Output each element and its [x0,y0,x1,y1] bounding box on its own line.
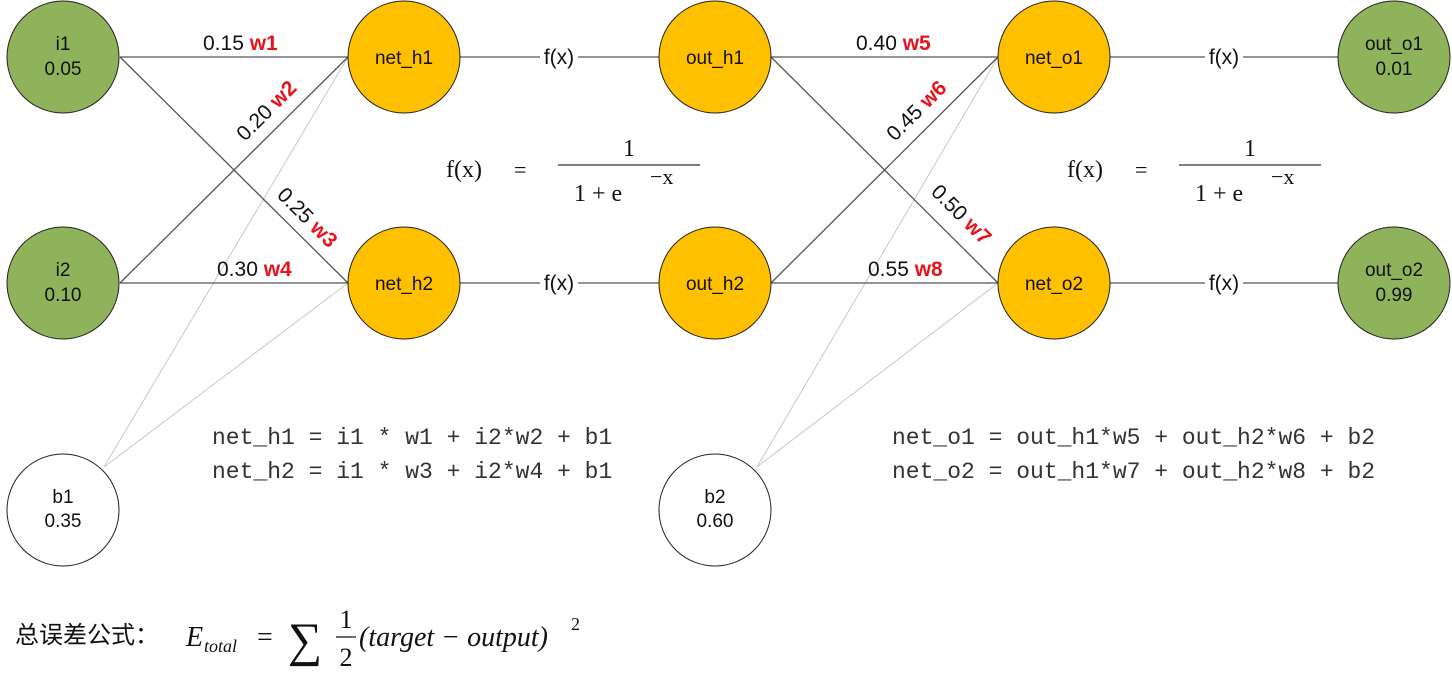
weight-label-w7: 0.50 w7 [926,180,995,249]
formula-net-o2: net_o2 = out_h1*w7 + out_h2*w8 + b2 [892,459,1375,485]
node-i1-name: i1 [56,34,71,55]
formula-net-h2: net_h2 = i1 * w3 + i2*w4 + b1 [212,459,612,485]
error-E: E [185,622,203,653]
sigmoid-equals: = [514,157,526,182]
node-b2-value: 0.60 [697,511,734,532]
sigmoid-exponent: −x [1271,164,1294,189]
sigmoid-formula-hidden: f(x) = 1 1 + e −x [446,136,700,207]
weight-label-w2: 0.20 w2 [232,76,301,145]
node-net-h2-name: net_h2 [375,274,433,295]
weight-label-w1: 0.15 w1 [203,32,278,55]
error-power: 2 [571,614,580,634]
error-subscript: total [204,636,237,656]
error-body: (target − output) [359,622,548,653]
error-frac-num: 1 [340,605,353,634]
node-out-h2-name: out_h2 [686,274,744,295]
error-caption: 总误差公式： [15,622,159,649]
sigmoid-equals: = [1135,157,1147,182]
error-frac-den: 2 [340,643,353,672]
weight-labels: 0.15 w1 0.20 w2 0.25 w3 0.30 w4 0.40 w5 … [203,32,996,281]
bias-edges [103,56,999,468]
node-out-o2: out_o2 0.99 [1337,226,1451,340]
node-b1-value: 0.35 [45,511,82,532]
sigmoid-exponent: −x [650,164,673,189]
node-out-h2: out_h2 [658,226,772,340]
node-net-h2: net_h2 [347,226,461,340]
node-out-h1-name: out_h1 [686,48,744,69]
node-out-h1: out_h1 [658,0,772,114]
sigmoid-numerator: 1 [1244,136,1256,162]
sigmoid-numerator: 1 [623,136,635,162]
edge-out-h1-net-o2 [770,56,999,284]
weight-label-w5: 0.40 w5 [856,32,931,55]
node-out-o1: out_o1 0.01 [1337,0,1451,114]
node-i2: i2 0.10 [6,226,120,340]
sigmoid-denominator: 1 + e [1195,181,1243,207]
node-out-o2-value: 0.99 [1376,285,1413,306]
node-out-o1-value: 0.01 [1376,59,1413,80]
node-i1: i1 0.05 [6,0,120,114]
node-out-o1-name: out_o1 [1365,34,1423,55]
activation-label-h1: f(x) [544,46,574,69]
nodes: i1 0.05 i2 0.10 b1 0.35 net_h1 net_h2 ou… [6,0,1451,567]
weight-label-w4: 0.30 w4 [217,258,292,281]
node-b2-name: b2 [704,487,725,508]
weight-label-w6: 0.45 w6 [882,76,951,145]
activation-labels: f(x) f(x) f(x) f(x) [540,44,1243,296]
edge-b1-net-h2 [103,282,349,468]
node-net-h1: net_h1 [347,0,461,114]
node-b1-name: b1 [52,487,73,508]
node-net-h1-name: net_h1 [375,48,433,69]
node-out-o2-name: out_o2 [1365,260,1423,281]
node-i2-value: 0.10 [45,285,82,306]
formula-net-o1: net_o1 = out_h1*w5 + out_h2*w6 + b2 [892,425,1375,451]
total-error-formula: 总误差公式： E total = ∑ 1 2 (target − output)… [15,605,580,672]
activation-label-o2: f(x) [1209,272,1239,295]
net-formulas: net_h1 = i1 * w1 + i2*w2 + b1 net_h2 = i… [212,425,1375,485]
node-net-o2: net_o2 [997,226,1111,340]
edge-i1-net-h2 [119,56,349,284]
activation-label-o1: f(x) [1209,46,1239,69]
weighted-edges [119,56,1339,284]
node-net-o1-name: net_o1 [1025,48,1083,69]
weight-label-w8: 0.55 w8 [868,258,943,281]
activation-label-h2: f(x) [544,272,574,295]
node-net-o1: net_o1 [997,0,1111,114]
edge-b2-net-o2 [756,282,999,468]
node-b2: b2 0.60 [658,453,772,567]
sigmoid-denominator: 1 + e [574,181,622,207]
error-equals: = [257,622,273,653]
sigmoid-lhs: f(x) [446,157,482,183]
sigmoid-formula-output: f(x) = 1 1 + e −x [1067,136,1321,207]
edge-b2-net-o1 [756,56,999,468]
error-sum: ∑ [288,614,322,667]
formula-net-h1: net_h1 = i1 * w1 + i2*w2 + b1 [212,425,612,451]
node-net-o2-name: net_o2 [1025,274,1083,295]
edge-b1-net-h1 [103,56,349,468]
node-b1: b1 0.35 [6,453,120,567]
node-i2-name: i2 [56,260,71,281]
sigmoid-lhs: f(x) [1067,157,1103,183]
node-i1-value: 0.05 [45,59,82,80]
